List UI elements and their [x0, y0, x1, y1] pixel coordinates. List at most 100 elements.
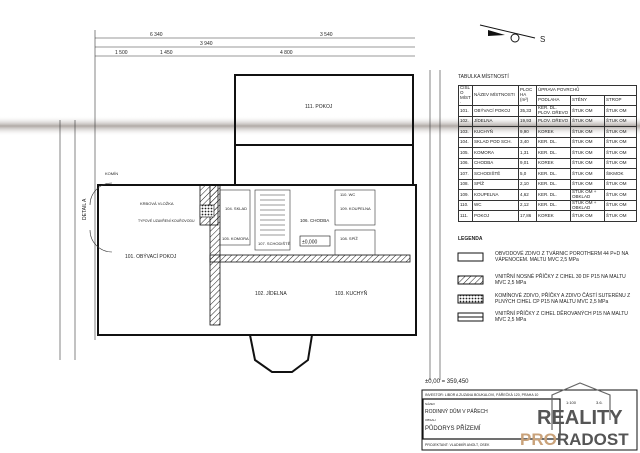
- table-cell-num: 103.: [458, 126, 473, 138]
- table-cell-area: 2,10: [518, 178, 537, 191]
- table-cell-walls: ŠTUK OM: [570, 210, 605, 222]
- room-labels: 101. OBÝVACÍ POKOJ 102. JÍDELNA 103. KUC…: [125, 104, 371, 297]
- table-cell-area: 9,90: [518, 126, 537, 138]
- table-cell-num: 109.: [458, 189, 473, 201]
- plan-note: KOMÍN: [105, 171, 118, 176]
- table-cell-walls: ŠTUK OM: [570, 178, 605, 191]
- table-cell-name: SPÍŽ: [472, 178, 519, 191]
- sheet-number: 3.6.: [596, 400, 603, 405]
- table-cell-ceiling: ŠTUK OM: [604, 178, 637, 191]
- watermark-house-icon: [551, 382, 611, 430]
- drawing-name: PŮDORYS PŘÍZEMÍ: [425, 424, 481, 432]
- room-label: 111. POKOJ: [305, 104, 333, 110]
- table-cell-walls: ŠTUK OM: [570, 105, 605, 117]
- room-label: 105. KOMORA: [222, 236, 249, 241]
- table-cell-name: KOMORA: [472, 147, 519, 159]
- table-cell-floor: KER. DL. PLOV. DŘEVO: [536, 105, 571, 117]
- plan-note: KRBOVÁ VLOŽKA: [140, 201, 174, 206]
- legend-text-outer-wall: OBVODOVÉ ZDIVO Z TVÁRNIC POROTHERM 44 P+…: [495, 251, 629, 263]
- table-cell-name: JÍDELNA: [472, 115, 519, 128]
- table-cell-num: 110.: [458, 199, 473, 212]
- table-cell-floor: KOREK: [536, 210, 571, 222]
- room-label: 102. JÍDELNA: [255, 290, 287, 297]
- level-mark: ±0,000: [302, 240, 317, 246]
- room-label: 107. SCHODIŠTĚ: [258, 241, 291, 246]
- legend-swatch-outer-wall: [457, 252, 484, 262]
- table-cell-name: WC: [472, 199, 519, 212]
- legend-text-bearing-wall: VNITŘNÍ NOSNÉ PŘÍČKY Z CIHEL 30 DF P15 N…: [495, 274, 626, 286]
- table-cell-num: 104.: [458, 136, 473, 149]
- title-block: ±0,00 = 359,450 INVESTOR: LIBOR A ZUZANA…: [421, 379, 638, 451]
- table-cell-area: 19,93: [518, 115, 537, 128]
- table-cell-name: KOUPELNA: [472, 189, 519, 201]
- room-table-title: TABULKA MÍSTNOSTÍ: [458, 73, 509, 80]
- table-cell-area: 35,33: [518, 105, 537, 117]
- table-cell-ceiling: ŠTUK OM: [604, 199, 637, 212]
- table-cell-num: 105.: [458, 147, 473, 159]
- table-cell-area: 2,12: [518, 199, 537, 212]
- elevation-note: ±0,00 = 359,450: [425, 379, 469, 385]
- header-ceiling: STROP: [604, 95, 637, 107]
- watermark-line1: REALITY: [537, 407, 623, 429]
- table-cell-walls: ŠTUK OM: [570, 136, 605, 149]
- watermark-line2: PRORADOST: [520, 430, 629, 449]
- table-cell-ceiling: ŠTUK OM: [604, 189, 637, 201]
- plan-note: DETAIL A: [82, 198, 88, 220]
- plan-note: TYPOVÉ UZAVŘENÍ KOUŘOVODU: [138, 218, 195, 223]
- table-cell-walls: ŠTUK OM: [570, 147, 605, 159]
- header-finish: ÚPRAVA POVRCHŮ: [536, 84, 637, 97]
- table-cell-num: 102.: [458, 115, 473, 128]
- table-cell-name: POKOJ: [472, 210, 519, 222]
- dimension-label: 6 340: [150, 32, 163, 38]
- table-cell-floor: PLOV. DŘEVO: [536, 115, 571, 128]
- legend-text-chimney-wall: KOMÍNOVÉ ZDIVO, PŘÍČKY A ZDIVO ČÁSTÍ SUT…: [495, 293, 631, 305]
- table-cell-num: 108.: [458, 178, 473, 191]
- table-cell-ceiling: ŠTUK OM: [604, 105, 637, 117]
- table-cell-ceiling: ŠTUK OM: [604, 126, 637, 138]
- dimension-label: 1 450: [160, 50, 173, 56]
- table-cell-walls: ŠTUK OM: [570, 126, 605, 138]
- table-cell-ceiling: ŠTUK OM: [604, 147, 637, 159]
- table-cell-ceiling: ŠTUK OM: [604, 115, 637, 128]
- scale: 1:100: [566, 400, 577, 405]
- table-cell-area: 5,0: [518, 168, 537, 180]
- designer: PROJEKTANT: VLADIMÍR ANOLT, OSEK: [425, 443, 490, 447]
- table-cell-floor: KER. DL.: [536, 178, 571, 191]
- north-arrow-icon: S: [479, 24, 545, 44]
- header-walls: STĚNY: [570, 95, 605, 107]
- header-name: NÁZEV MÍSTNOSTI: [472, 84, 519, 107]
- header-floor: PODLAHA: [536, 95, 571, 107]
- dimension-lines: 6 340 3 540 3 940 1 500 1 450 4 800: [59, 30, 441, 380]
- table-cell-num: 111.: [458, 210, 473, 222]
- table-cell-area: 17,86: [518, 210, 537, 222]
- table-cell-floor: KER. DL.: [536, 189, 571, 201]
- table-cell-walls: ŠTUK OM: [570, 115, 605, 128]
- header-area: PLOCHA (m²): [518, 84, 537, 107]
- table-cell-area: 9,01: [518, 157, 537, 170]
- room-label: 110. WC: [340, 192, 355, 197]
- table-cell-name: SKLAD POD SCH.: [472, 136, 519, 149]
- table-cell-num: 107.: [458, 168, 473, 180]
- room-label: 103. KUCHYŇ: [335, 290, 368, 297]
- name-label: NÁZEV: [425, 402, 435, 406]
- table-cell-area: 3,40: [518, 136, 537, 149]
- table-cell-name: CHODBA: [472, 157, 519, 170]
- svg-text:S: S: [540, 35, 545, 44]
- table-cell-ceiling: ŠTUK OM: [604, 157, 637, 170]
- legend-swatch-bearing-wall: [457, 275, 484, 285]
- dimension-label: 4 800: [280, 50, 293, 56]
- legend: LEGENDA: [457, 236, 484, 322]
- table-cell-floor: KER. DL.: [536, 168, 571, 180]
- project-name: RODINNÝ DŮM V PÁŘECH: [425, 407, 488, 415]
- drawing-label: OBSAH: [425, 418, 436, 422]
- table-cell-ceiling: ŠIKMOK: [604, 168, 637, 180]
- table-cell-floor: KOREK: [536, 157, 571, 170]
- table-cell-floor: KER. DL.: [536, 147, 571, 159]
